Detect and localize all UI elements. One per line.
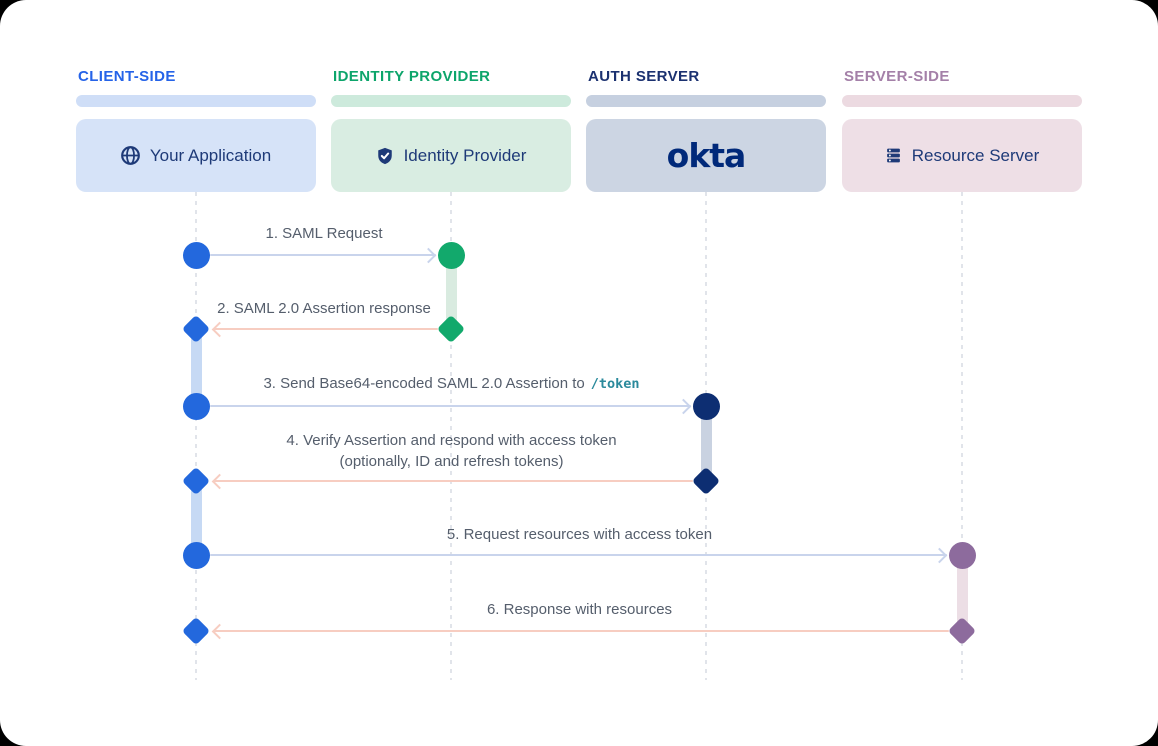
marker-circle-auth-step-3 [692,392,720,420]
lane-label-auth-server: AUTH SERVER [588,68,700,85]
entity-label-your-application: Your Application [149,145,272,165]
lane-server-side: SERVER-SIDE Resource Server [842,68,1082,192]
step-4-line-1: 4. Verify Assertion and respond with acc… [286,432,617,449]
arrowhead-left-step-4 [211,473,228,489]
server-icon [885,147,902,164]
lane-bar-client [76,95,316,107]
marker-diamond-server-step-6 [947,616,977,646]
marker-circle-client-step-3 [182,392,210,420]
marker-circle-client-step-5 [182,541,210,569]
activation-bar-client-1 [190,329,202,406]
marker-diamond-idp-step-2 [436,314,466,344]
arrow-line-step-1 [210,254,436,256]
lane-label-client-side: CLIENT-SIDE [78,68,176,85]
lane-card-identity-provider: Identity Provider [331,119,571,192]
shield-check-icon [376,147,394,165]
step-3-text: 3. Send Base64-encoded SAML 2.0 Assertio… [263,375,585,392]
entity-label-identity-provider: Identity Provider [403,145,527,165]
activation-bar-server [956,555,968,631]
step-5-label: 5. Request resources with access token [446,526,713,543]
activation-bar-idp [445,255,457,329]
step-3-token-code: /token [590,376,640,392]
arrowhead-right-step-3 [675,398,692,414]
okta-logo: okta [666,136,747,175]
arrow-line-step-6 [213,630,949,632]
marker-circle-server-step-5 [948,541,976,569]
lane-bar-auth [586,95,826,107]
lifeline-client [195,192,197,680]
marker-circle-idp-step-1 [437,241,465,269]
step-4-label: 4. Verify Assertion and respond with acc… [196,430,707,472]
arrow-line-step-5 [210,554,947,556]
activation-bar-client-2 [190,481,202,555]
lifeline-identity-provider [450,192,452,680]
lifeline-resource-server [961,192,963,680]
marker-diamond-client-step-6 [181,616,211,646]
arrowhead-right-step-1 [420,247,437,263]
lane-card-okta: okta [586,119,826,192]
lane-bar-idp [331,95,571,107]
lane-identity-provider: IDENTITY PROVIDER Identity Provider [331,68,571,192]
arrowhead-left-step-6 [211,623,228,639]
entity-label-resource-server: Resource Server [911,145,1040,165]
arrow-line-step-4 [213,480,693,482]
lane-card-your-application: Your Application [76,119,316,192]
lane-card-resource-server: Resource Server [842,119,1082,192]
step-1-label: 1. SAML Request [265,225,383,242]
globe-icon [120,146,140,165]
step-4-line-2: (optionally, ID and refresh tokens) [339,453,564,470]
marker-circle-client-step-1 [182,241,210,269]
arrow-line-step-2 [213,328,438,330]
lane-client-side: CLIENT-SIDE Your Application [76,68,316,192]
step-2-label: 2. SAML 2.0 Assertion response [217,300,431,317]
step-6-label: 6. Response with resources [486,601,673,618]
lane-label-server-side: SERVER-SIDE [844,68,950,85]
step-3-label: 3. Send Base64-encoded SAML 2.0 Assertio… [196,373,707,395]
lane-auth-server: AUTH SERVER okta [586,68,826,192]
lane-label-identity-provider: IDENTITY PROVIDER [333,68,491,85]
arrowhead-right-step-5 [931,547,948,563]
lane-bar-server [842,95,1082,107]
marker-diamond-client-step-2 [181,314,211,344]
activation-bar-auth [700,406,712,481]
arrowhead-left-step-2 [211,321,228,337]
arrow-line-step-3 [210,405,691,407]
